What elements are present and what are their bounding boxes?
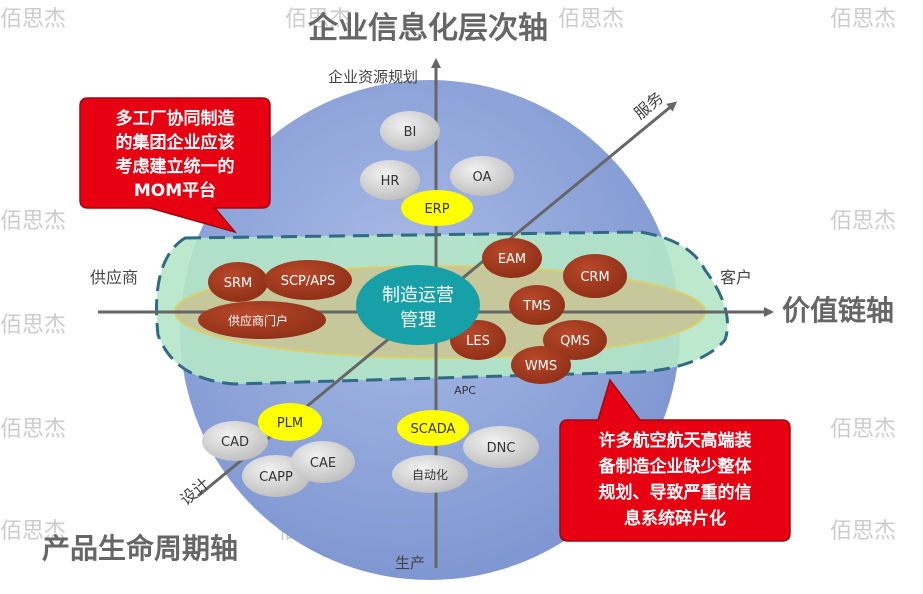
watermark: 佰思杰 [830, 417, 896, 442]
srm-label: SRM [224, 276, 253, 291]
callout-br-line: 规划、导致严重的信 [599, 482, 752, 503]
hr-node [360, 160, 420, 200]
callout-tl-line: MOM平台 [134, 180, 216, 201]
dnc-node [463, 426, 539, 468]
eam-label: EAM [498, 252, 526, 267]
bi-label: BI [404, 125, 417, 140]
watermark: 佰思杰 [285, 7, 351, 32]
center-label-line2: 管理 [400, 310, 436, 331]
qms-label: QMS [560, 334, 590, 349]
watermark: 佰思杰 [0, 519, 66, 544]
oa-label: OA [473, 170, 492, 185]
watermark: 佰思杰 [830, 519, 896, 544]
callout-br-line: 息系统碎片化 [624, 508, 726, 529]
capp-label: CAPP [259, 470, 293, 485]
vertical-axis-title: 企业信息化层次轴 [308, 11, 548, 46]
callout-top-left: 多工厂协同制造 的集团企业应该 考虑建立统一的 MOM平台 [79, 97, 271, 234]
plm-node [258, 403, 322, 441]
hr-label: HR [381, 174, 400, 189]
apc-label: APC [454, 384, 476, 397]
horizontal-axis-title: 价值链轴 [782, 294, 894, 327]
eam-node [482, 238, 542, 278]
horizontal-axis-left-label: 供应商 [90, 268, 138, 287]
watermark: 佰思杰 [558, 7, 624, 32]
cae-node [291, 441, 355, 483]
crm-label: CRM [580, 270, 609, 285]
automation-label: 自动化 [412, 468, 448, 482]
cae-label: CAE [310, 456, 336, 471]
scada-label: SCADA [411, 422, 456, 437]
center-label-line1: 制造运营 [382, 285, 454, 306]
callout-br-line: 备制造企业缺少整体 [598, 456, 753, 477]
watermark: 佰思杰 [830, 7, 896, 32]
watermark: 佰思杰 [0, 7, 66, 32]
tms-node [509, 285, 565, 325]
design-axis-label: 设计 [176, 474, 213, 509]
les-label: LES [466, 334, 490, 349]
callout-br-line: 许多航空航天高端装 [599, 430, 752, 451]
erp-label: ERP [424, 202, 449, 217]
tms-label: TMS [522, 299, 550, 314]
callout-tl-line: 的集团企业应该 [116, 132, 235, 153]
supplier-portal-node [198, 301, 326, 339]
center-mom [356, 265, 480, 345]
callout-tl-line: 考虑建立统一的 [115, 156, 235, 177]
horizontal-axis-right-label: 客户 [720, 268, 752, 287]
scada-node [397, 410, 469, 446]
erp-node [401, 190, 473, 226]
wms-node [511, 346, 571, 384]
srm-node [208, 262, 268, 302]
watermark: 佰思杰 [0, 417, 66, 442]
bi-node [380, 111, 440, 151]
automation-node [392, 455, 468, 493]
plm-label: PLM [277, 416, 303, 431]
dnc-label: DNC [487, 441, 516, 456]
crm-node [563, 254, 627, 298]
watermark: 佰思杰 [830, 209, 896, 234]
scp-aps-node [264, 260, 352, 300]
supplier-portal-label: 供应商门户 [228, 313, 288, 328]
vertical-axis-bottom-label: 生产 [395, 554, 425, 572]
service-axis-label: 服务 [630, 88, 667, 123]
watermark: 佰思杰 [0, 209, 66, 234]
oa-node [450, 156, 514, 196]
cad-label: CAD [221, 435, 249, 450]
scp-aps-label: SCP/APS [281, 274, 336, 289]
callout-tl-line: 多工厂协同制造 [116, 108, 236, 129]
vertical-axis-top-label: 企业资源规划 [328, 68, 418, 86]
wms-label: WMS [525, 359, 557, 374]
cad-node [202, 421, 268, 461]
callout-bottom-right: 许多航空航天高端装 备制造企业缺少整体 规划、导致严重的信 息系统碎片化 [559, 378, 791, 542]
lifecycle-axis-title: 产品生命周期轴 [42, 532, 238, 565]
watermark: 佰思杰 [0, 313, 66, 338]
